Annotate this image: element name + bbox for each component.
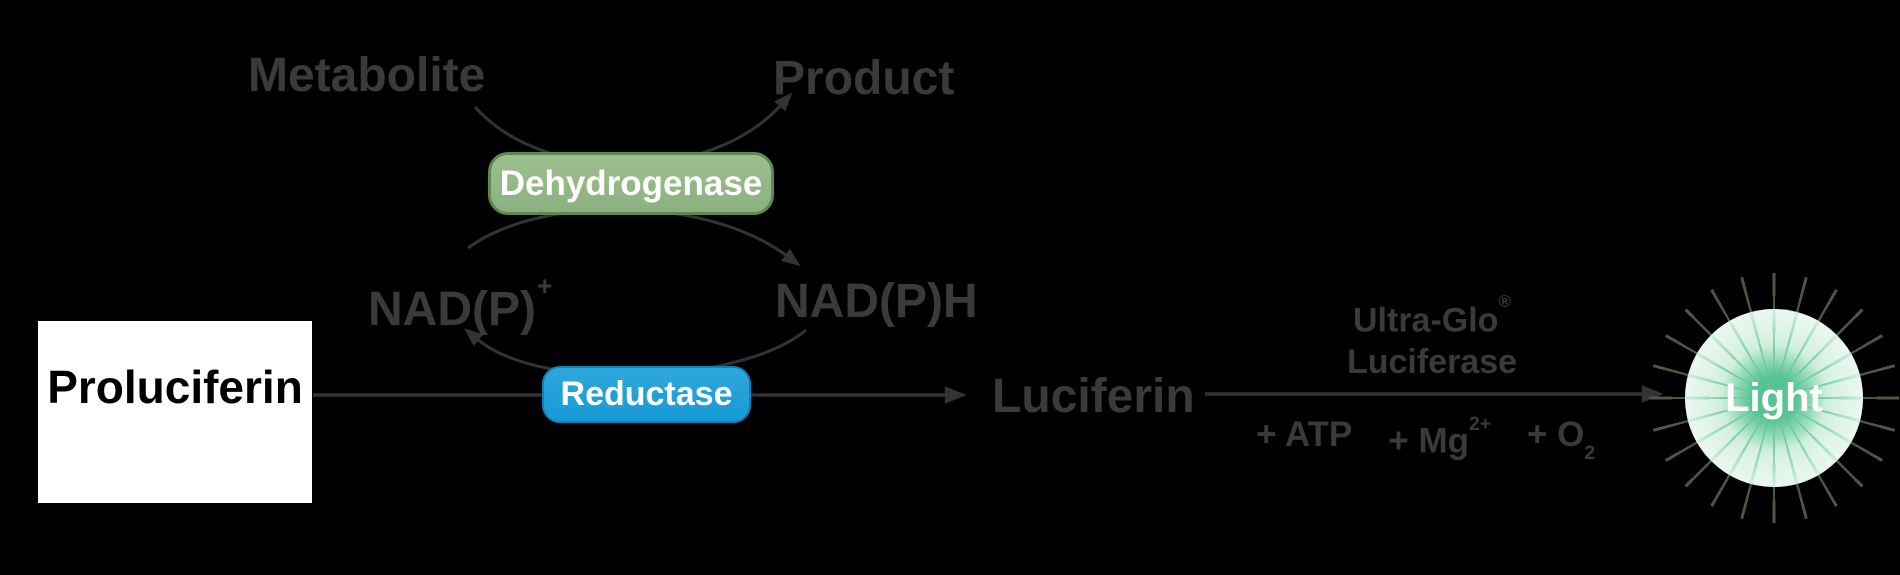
cofactor-mg: + Mg2+ [1388,414,1491,461]
dehydrogenase-label: Dehydrogenase [499,163,763,203]
metabolite-label: Metabolite [248,49,486,102]
arrow-nadp-to-nadph [467,207,801,267]
proluciferin-box: Proluciferin [38,321,312,503]
cofactors-row: + ATP + Mg2+ + O2 [1256,414,1596,467]
nad-plus-label: NAD(P)+ [368,270,553,336]
nad-h-label: NAD(P)H [775,275,978,328]
ultraglo-luciferase-label: Ultra-Glo® Luciferase [1346,291,1518,382]
dehydrogenase-pill: Dehydrogenase [488,152,774,215]
product-label: Product [773,52,955,105]
proluciferin-label: Proluciferin [47,361,303,413]
reductase-label: Reductase [560,375,733,413]
light-label: Light [1725,375,1823,420]
luciferin-label: Luciferin [992,370,1195,423]
cofactor-atp: + ATP [1256,415,1353,454]
reductase-pill: Reductase [542,366,751,423]
light-burst: Light [1649,273,1899,523]
cofactor-o2: + O2 [1526,415,1596,464]
light-burst-core [1685,309,1863,487]
